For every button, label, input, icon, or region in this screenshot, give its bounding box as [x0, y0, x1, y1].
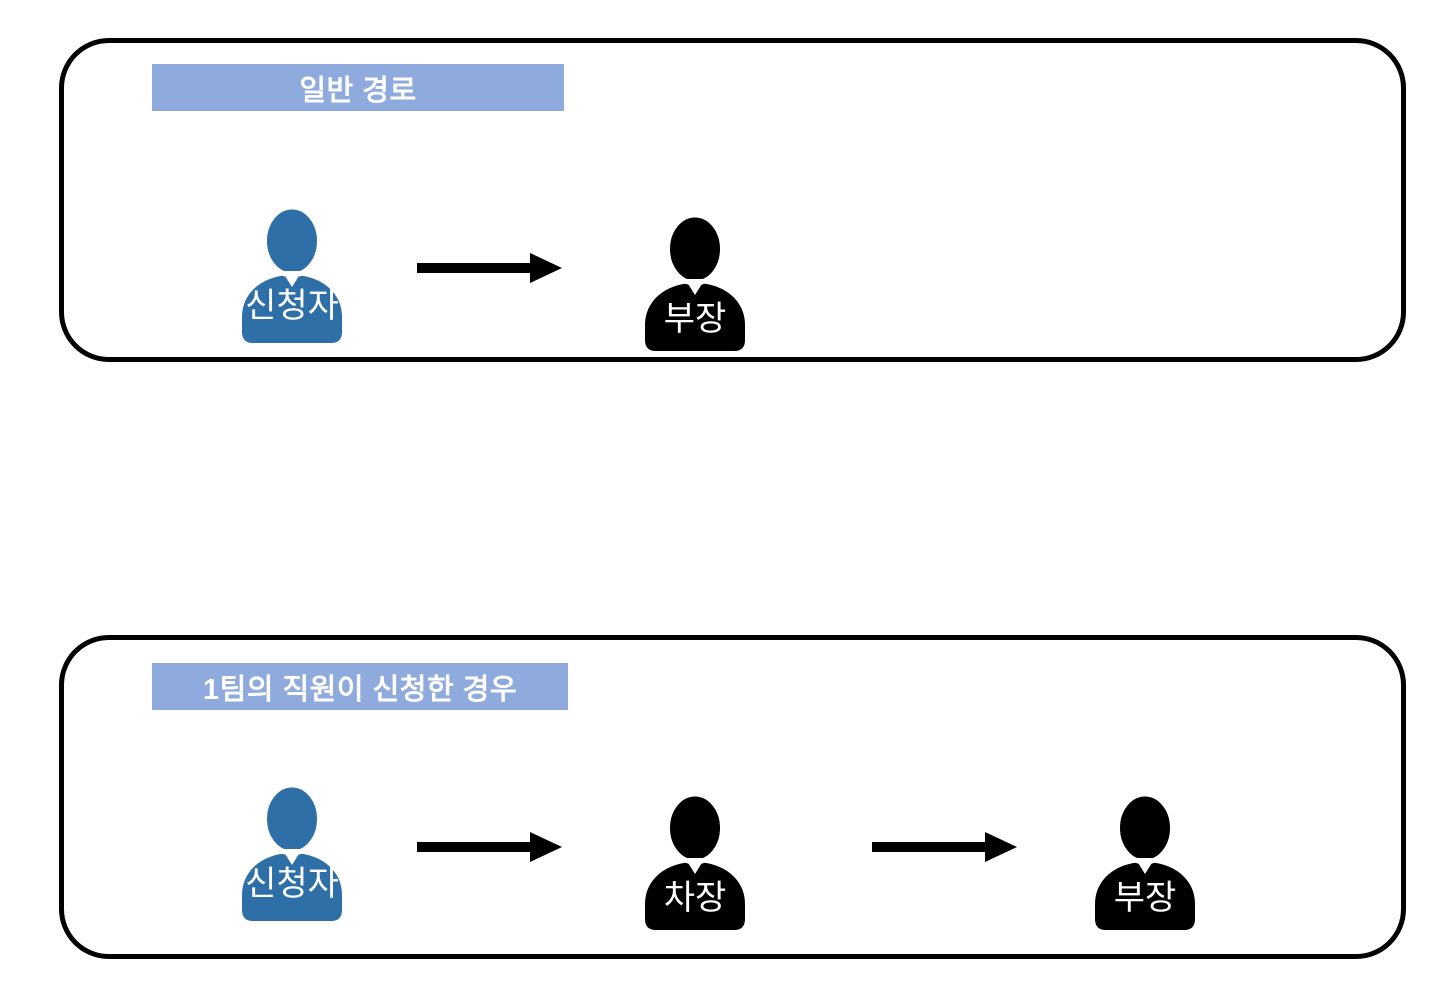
arrow-head: [985, 832, 1017, 862]
arrow-shaft: [417, 842, 530, 852]
person-label: 신청자: [245, 287, 339, 325]
person-label: 신청자: [245, 865, 339, 903]
arrow-head: [530, 253, 562, 283]
person-department-head: 부장: [1092, 792, 1198, 932]
person-label: 부장: [663, 300, 727, 338]
arrow-shaft: [872, 842, 985, 852]
person-icon: [645, 213, 745, 351]
arrow-right-icon: [872, 832, 1017, 862]
person-label: 차장: [663, 879, 727, 917]
arrow-head: [530, 832, 562, 862]
general-route-box: 일반 경로 신청자 부장: [59, 38, 1406, 362]
person-icon: [1095, 792, 1195, 930]
person-applicant: 신청자: [239, 205, 345, 345]
section-title-label: 일반 경로: [299, 74, 417, 107]
section-title-team1: 1팀의 직원이 신청한 경우: [152, 663, 568, 710]
person-label: 부장: [1113, 879, 1177, 917]
person-icon: [242, 205, 342, 343]
person-deputy-head: 차장: [642, 792, 748, 932]
person-applicant: 신청자: [239, 783, 345, 923]
arrow-right-icon: [417, 832, 562, 862]
team1-route-box: 1팀의 직원이 신청한 경우 신청자 차장 부장: [59, 635, 1406, 959]
section-title-label: 1팀의 직원이 신청한 경우: [202, 673, 518, 706]
section-title-general: 일반 경로: [152, 64, 564, 111]
person-department-head: 부장: [642, 213, 748, 353]
arrow-shaft: [417, 263, 530, 273]
arrow-right-icon: [417, 253, 562, 283]
person-icon: [242, 783, 342, 921]
person-icon: [645, 792, 745, 930]
